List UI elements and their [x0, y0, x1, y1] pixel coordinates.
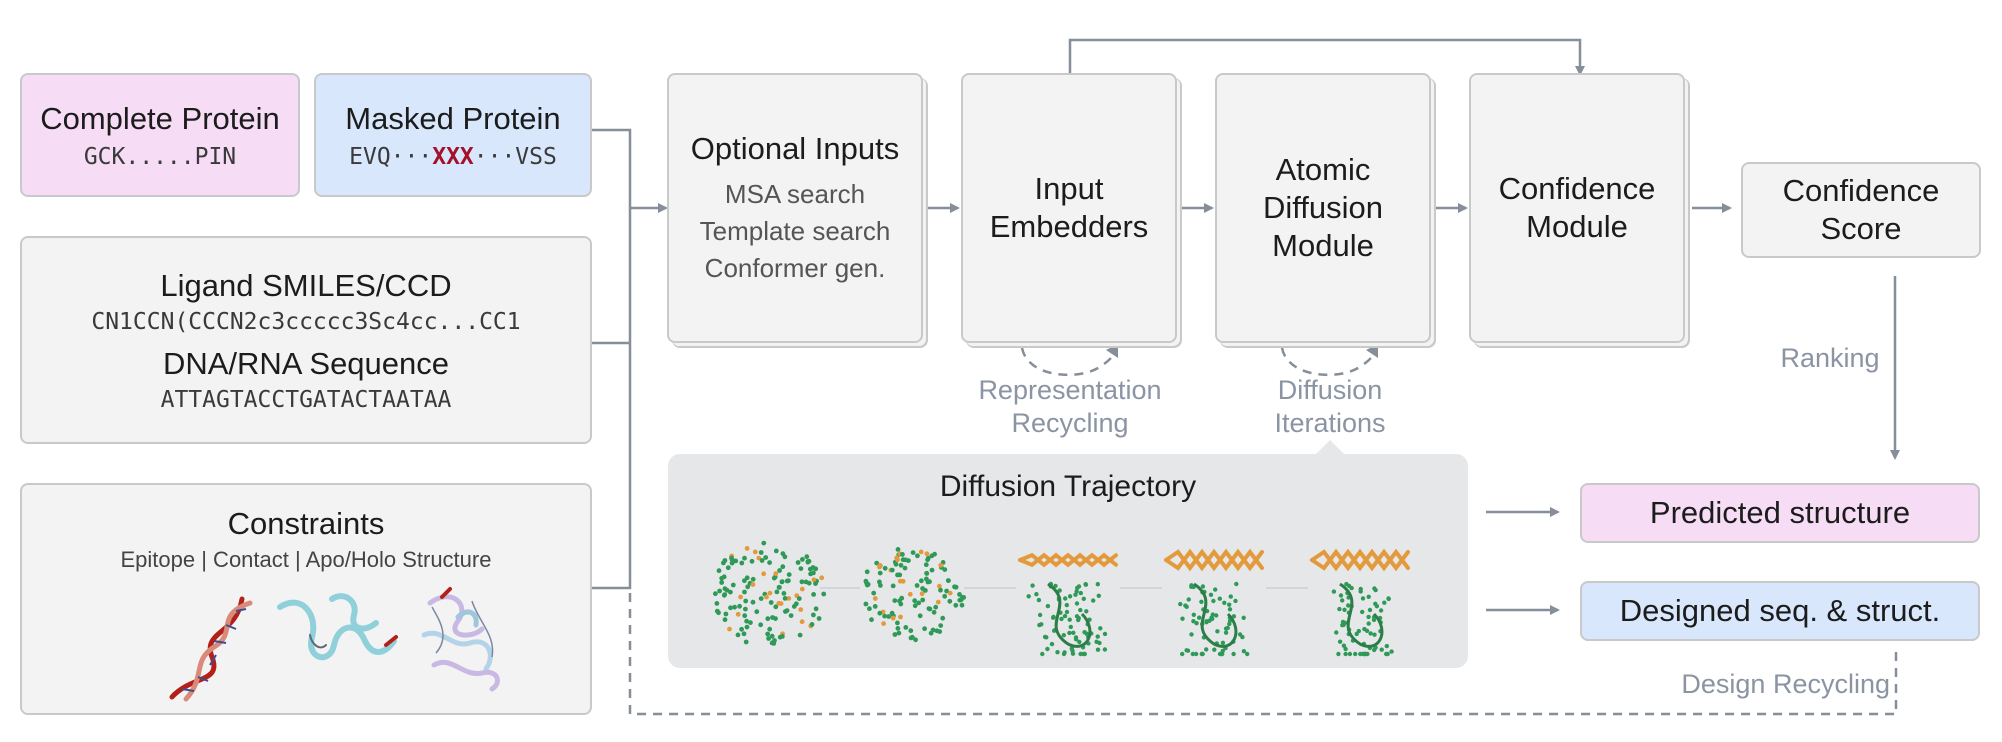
- trajectory-frame-3: [1018, 552, 1118, 657]
- rep-loop-arrowhead: [1106, 344, 1118, 358]
- masked-seq-prefix: EVQ···: [349, 144, 433, 170]
- masked-protein-box: Masked Protein EVQ···XXX···VSS: [314, 73, 592, 197]
- ligand-title: Ligand SMILES/CCD: [160, 268, 452, 303]
- complete-protein-box: Complete Protein GCK.....PIN: [20, 73, 300, 197]
- representation-recycling-label: Representation Recycling: [960, 374, 1180, 440]
- input-embedders-box: Input Embedders: [961, 73, 1177, 343]
- optional-input-conformer: Conformer gen.: [704, 252, 886, 283]
- peptide-illustration: [277, 593, 398, 661]
- constraints-subtitle: Epitope | Contact | Apo/Holo Structure: [120, 547, 492, 572]
- ligand-smiles: CN1CCN(CCCN2c3ccccc3Sc4cc...CC1: [91, 309, 521, 335]
- complete-protein-title: Complete Protein: [40, 101, 280, 136]
- atomic-diffusion-line2: Diffusion: [1262, 190, 1384, 225]
- ligand-nucleic-box: Ligand SMILES/CCD CN1CCN(CCCN2c3ccccc3Sc…: [20, 236, 592, 444]
- trajectory-frame-1: [713, 540, 827, 646]
- predicted-structure-label: Predicted structure: [1649, 495, 1911, 530]
- constraints-title: Constraints: [227, 506, 385, 541]
- representation-recycling-line2: Recycling: [1011, 408, 1129, 438]
- design-recycling-loop: [628, 590, 1898, 716]
- atomic-diffusion-box: Atomic Diffusion Module: [1215, 73, 1431, 343]
- input-embedders-line1: Input: [1034, 171, 1104, 206]
- masked-protein-sequence: EVQ···XXX···VSS: [349, 144, 557, 170]
- confidence-score-box: Confidence Score: [1741, 162, 1981, 258]
- trajectory-frame-4: [1164, 548, 1264, 657]
- confidence-module-line2: Module: [1526, 209, 1628, 244]
- trajectory-frame-5: [1310, 548, 1410, 657]
- optional-input-msa: MSA search: [724, 178, 866, 209]
- design-recycling-label: Design Recycling: [1681, 669, 1890, 699]
- diffusion-trajectory-panel: Diffusion Trajectory: [668, 454, 1468, 668]
- diff-loop-arrowhead: [1366, 344, 1378, 358]
- constraints-box: Constraints Epitope | Contact | Apo/Holo…: [20, 483, 592, 715]
- masked-protein-title: Masked Protein: [345, 101, 561, 136]
- representation-recycling-line1: Representation: [978, 375, 1162, 405]
- diffusion-iterations-line2: Iterations: [1274, 408, 1386, 438]
- confidence-score-line1: Confidence: [1782, 173, 1940, 208]
- optional-inputs-title: Optional Inputs: [690, 130, 900, 166]
- masked-seq-mask: XXX: [432, 144, 474, 170]
- optional-input-template: Template search: [699, 215, 891, 246]
- complete-protein-sequence: GCK.....PIN: [83, 144, 237, 170]
- confidence-module-line1: Confidence: [1498, 171, 1656, 206]
- atomic-diffusion-line3: Module: [1272, 228, 1374, 263]
- holo-structure-illustration: [421, 587, 500, 692]
- designed-seq-struct-label: Designed seq. & struct.: [1619, 593, 1941, 628]
- masked-seq-suffix: ···VSS: [473, 144, 557, 170]
- input-merge-line: [592, 128, 632, 590]
- representation-recycling-loop: [1020, 347, 1118, 377]
- trajectory-frame-2: [863, 547, 967, 643]
- input-embedders-line2: Embedders: [989, 209, 1149, 244]
- predicted-structure-box: Predicted structure: [1580, 483, 1980, 543]
- confidence-module-box: Confidence Module: [1469, 73, 1685, 343]
- designed-seq-struct-box: Designed seq. & struct.: [1580, 581, 1980, 641]
- diffusion-iterations-line1: Diffusion: [1277, 375, 1383, 405]
- confidence-score-line2: Score: [1820, 211, 1902, 246]
- dna-helix-illustration: [169, 596, 253, 702]
- optional-inputs-box: Optional Inputs MSA search Template sear…: [667, 73, 923, 343]
- diffusion-trajectory-title: Diffusion Trajectory: [939, 470, 1197, 503]
- nucleic-sequence: ATTAGTACCTGATACTAATAA: [160, 387, 452, 413]
- atomic-diffusion-line1: Atomic: [1275, 152, 1371, 187]
- diffusion-iterations-loop: [1280, 347, 1378, 377]
- diffusion-iterations-label: Diffusion Iterations: [1240, 374, 1420, 440]
- ranking-label: Ranking: [1780, 343, 1880, 373]
- trajectory-frames: [713, 540, 1410, 657]
- skip-connection-arrow: [1068, 38, 1585, 76]
- nucleic-title: DNA/RNA Sequence: [162, 346, 450, 381]
